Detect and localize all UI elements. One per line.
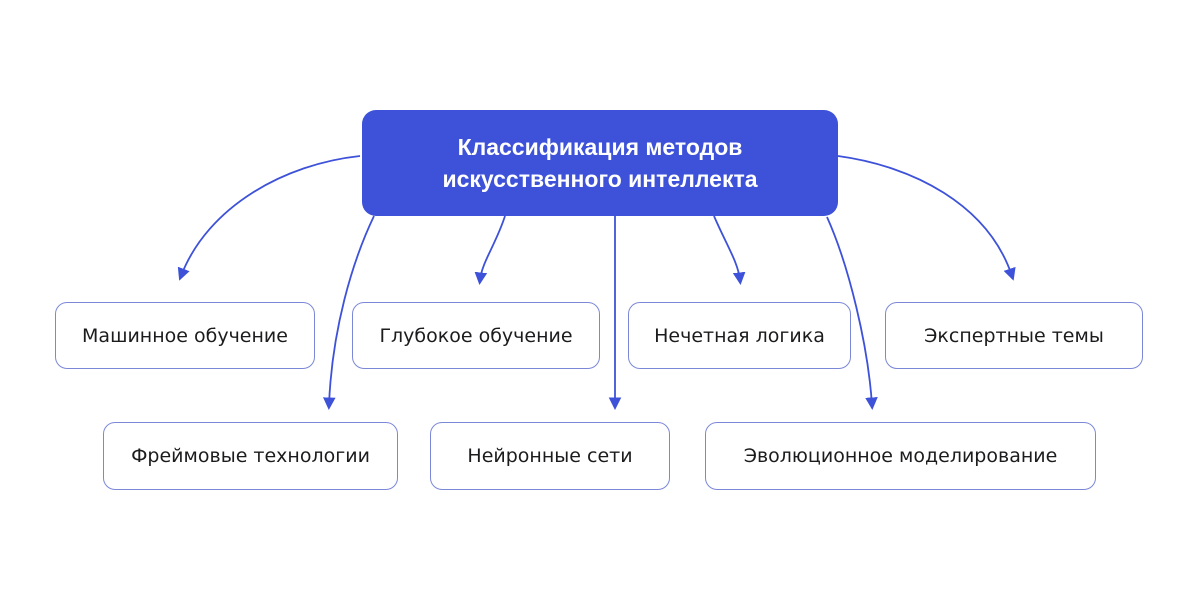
- arrow-to-fuzzy-logic: [713, 215, 746, 286]
- node-deep-learning: Глубокое обучение: [352, 302, 600, 369]
- node-frame-technologies: Фреймовые технологии: [103, 422, 398, 490]
- node-expert-topics: Экспертные темы: [885, 302, 1143, 369]
- node-neural-networks: Нейронные сети: [430, 422, 670, 490]
- node-label: Эволюционное моделирование: [743, 445, 1058, 467]
- arrow-to-machine-learning: [177, 155, 361, 281]
- node-fuzzy-logic: Нечетная логика: [628, 302, 851, 369]
- node-label: Машинное обучение: [82, 324, 288, 347]
- arrow-to-expert-topics: [837, 155, 1016, 281]
- node-label: Нечетная логика: [654, 324, 825, 347]
- node-machine-learning: Машинное обучение: [55, 302, 315, 369]
- node-label: Нейронные сети: [467, 445, 633, 467]
- node-evolutionary-modeling: Эволюционное моделирование: [705, 422, 1096, 490]
- arrow-to-deep-learning: [474, 215, 506, 286]
- root-title-label: Классификация методов искусственного инт…: [442, 133, 758, 192]
- node-label: Экспертные темы: [924, 324, 1104, 347]
- node-label: Фреймовые технологии: [131, 445, 370, 467]
- node-label: Глубокое обучение: [379, 324, 573, 347]
- node-root-title: Классификация методов искусственного инт…: [362, 110, 838, 216]
